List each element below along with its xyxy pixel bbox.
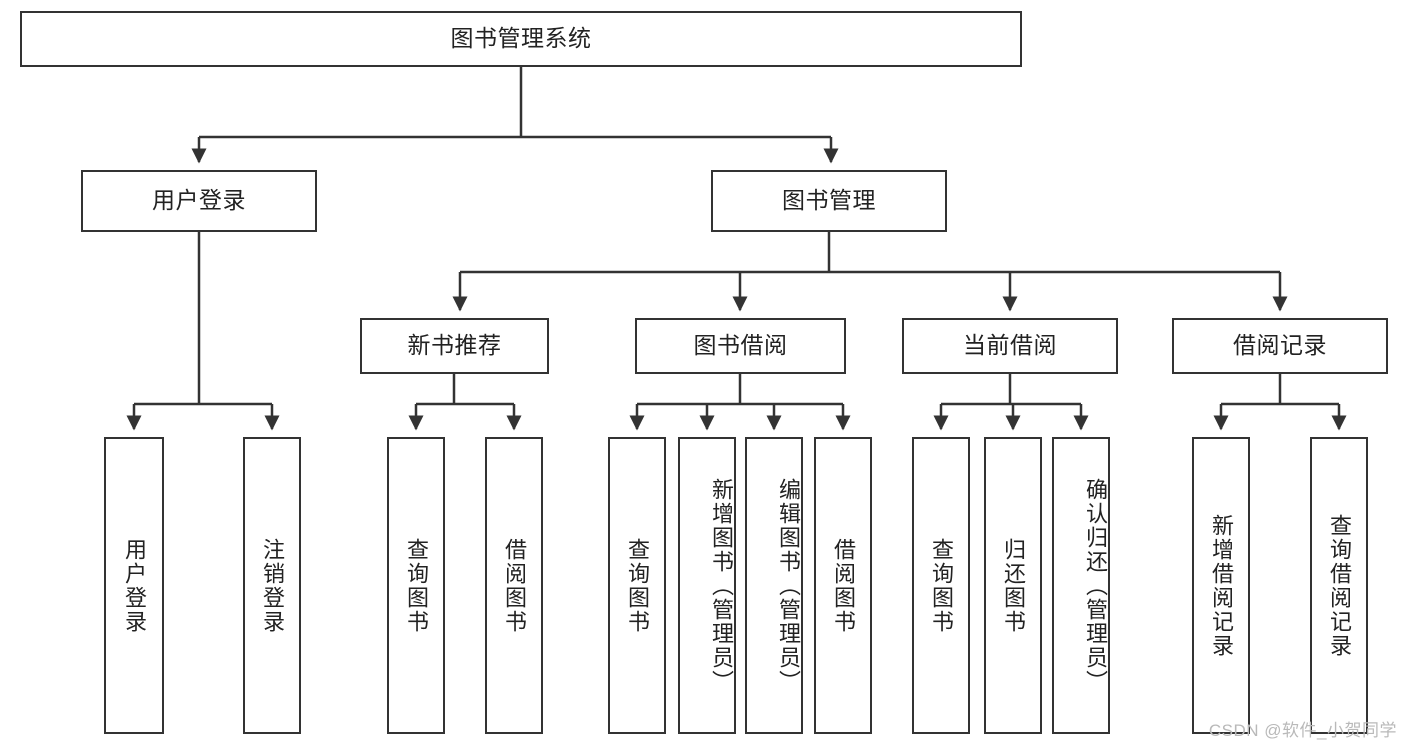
node-borrow-record[interactable]: 借阅记录 bbox=[1172, 318, 1388, 374]
node-label: 借阅图书 bbox=[501, 537, 527, 634]
node-label: 借阅图书 bbox=[830, 537, 856, 634]
node-label: 编辑图书（管理员） bbox=[776, 477, 801, 694]
node-current-borrow[interactable]: 当前借阅 bbox=[902, 318, 1118, 374]
node-label: 注销登录 bbox=[259, 537, 285, 634]
node-label: 查询图书 bbox=[928, 537, 954, 634]
node-label: 确认归还（管理员） bbox=[1083, 477, 1108, 694]
node-label: 新增图书（管理员） bbox=[709, 477, 734, 694]
leaf-user-login[interactable]: 用户登录 bbox=[104, 437, 164, 734]
node-label: 图书借阅 bbox=[693, 332, 788, 359]
node-label: 查询借阅记录 bbox=[1326, 513, 1352, 658]
node-label: 新书推荐 bbox=[407, 332, 502, 359]
leaf-borrow-book[interactable]: 借阅图书 bbox=[814, 437, 872, 734]
leaf-confirm-return-admin[interactable]: 确认归还（管理员） bbox=[1052, 437, 1110, 734]
node-label: 归还图书 bbox=[1000, 537, 1026, 634]
node-new-book-recommend[interactable]: 新书推荐 bbox=[360, 318, 549, 374]
node-user-login[interactable]: 用户登录 bbox=[81, 170, 317, 232]
leaf-borrow-book-new[interactable]: 借阅图书 bbox=[485, 437, 543, 734]
node-label: 用户登录 bbox=[152, 187, 246, 214]
node-book-borrow[interactable]: 图书借阅 bbox=[635, 318, 846, 374]
node-root[interactable]: 图书管理系统 bbox=[20, 11, 1022, 67]
node-label: 借阅记录 bbox=[1233, 332, 1327, 359]
leaf-add-borrow-record[interactable]: 新增借阅记录 bbox=[1192, 437, 1250, 734]
node-book-management[interactable]: 图书管理 bbox=[711, 170, 947, 232]
node-label: 查询图书 bbox=[403, 537, 429, 634]
node-label: 当前借阅 bbox=[963, 332, 1057, 359]
node-label: 图书管理系统 bbox=[450, 25, 592, 52]
node-label: 用户登录 bbox=[121, 537, 147, 634]
watermark: CSDN @软件_小贺同学 bbox=[1208, 721, 1397, 740]
leaf-edit-book-admin[interactable]: 编辑图书（管理员） bbox=[745, 437, 803, 734]
node-label: 图书管理 bbox=[782, 187, 876, 214]
leaf-return-book[interactable]: 归还图书 bbox=[984, 437, 1042, 734]
leaf-query-book[interactable]: 查询图书 bbox=[608, 437, 666, 734]
leaf-logout[interactable]: 注销登录 bbox=[243, 437, 301, 734]
leaf-query-book-new[interactable]: 查询图书 bbox=[387, 437, 445, 734]
node-label: 查询图书 bbox=[624, 537, 650, 634]
node-label: 新增借阅记录 bbox=[1208, 513, 1234, 658]
leaf-add-book-admin[interactable]: 新增图书（管理员） bbox=[678, 437, 736, 734]
leaf-query-book-current[interactable]: 查询图书 bbox=[912, 437, 970, 734]
leaf-query-borrow-record[interactable]: 查询借阅记录 bbox=[1310, 437, 1368, 734]
